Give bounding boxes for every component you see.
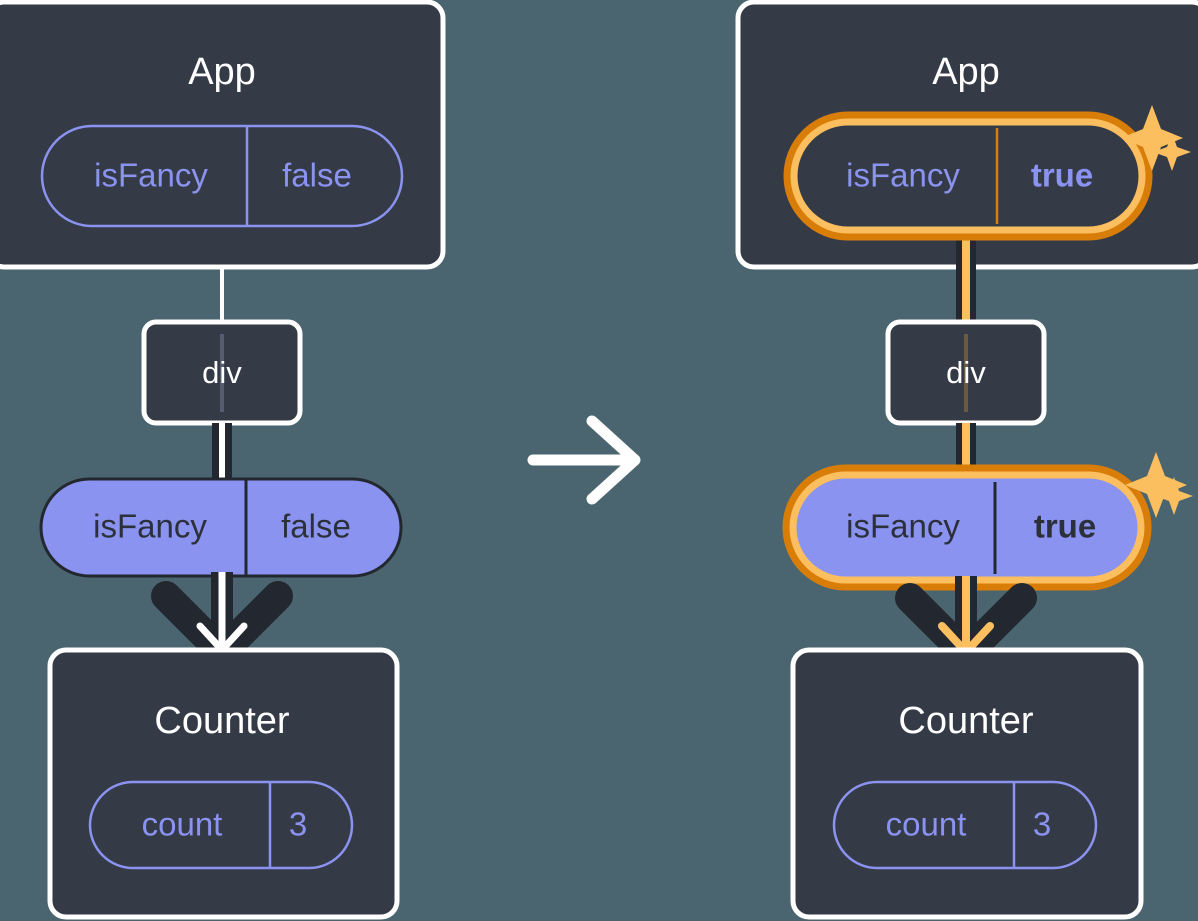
counter-box-left [47, 647, 400, 920]
pill-key: count [886, 806, 967, 843]
pill-value: 3 [289, 806, 307, 843]
pill-key: count [142, 806, 223, 843]
pill-key: isFancy [846, 508, 960, 545]
pill-key: isFancy [846, 157, 960, 194]
pill-outline [832, 780, 1098, 870]
pill-value: false [281, 508, 351, 545]
app-title-left: App [188, 51, 256, 93]
pill-highlight-inner-ring [790, 118, 1146, 234]
app-state-pill-left[interactable]: isFancy false [40, 124, 404, 228]
pill-key: isFancy [94, 157, 208, 194]
pill-outline [88, 780, 354, 870]
panel-after: App isFancy true div [735, 0, 1198, 920]
counter-state-pill-right[interactable]: count 3 [832, 780, 1098, 870]
pill-value: 3 [1033, 806, 1051, 843]
sparkle-small-icon [1155, 477, 1193, 515]
prop-pill-left[interactable]: isFancy false [39, 477, 403, 578]
pill-value: false [282, 157, 352, 194]
app-title-right: App [932, 51, 1000, 93]
pill-value: true [1034, 508, 1096, 545]
app-state-pill-right[interactable]: isFancy true [783, 111, 1153, 241]
counter-title-right: Counter [898, 700, 1034, 742]
arrow-prop-to-counter-left [151, 572, 293, 667]
pill-outline [40, 124, 404, 228]
app-box-left [0, 0, 446, 270]
sparkle-large-icon [1125, 452, 1187, 518]
pill-highlight-outer-ring [783, 111, 1153, 241]
panel-before: App isFancy false div isFancy false [0, 0, 446, 920]
arrow-right-icon [527, 415, 641, 505]
counter-title-left: Counter [154, 700, 290, 742]
pill-key: isFancy [93, 508, 207, 545]
counter-state-pill-left[interactable]: count 3 [88, 780, 354, 870]
sparkle-large-icon [1121, 105, 1183, 171]
prop-pill-right[interactable]: isFancy true [782, 464, 1152, 591]
sparkle-small-icon [1153, 133, 1191, 171]
counter-box-right [790, 647, 1144, 920]
pill-value: true [1031, 157, 1093, 194]
div-label-right: div [946, 355, 986, 390]
div-label-left: div [202, 355, 242, 390]
